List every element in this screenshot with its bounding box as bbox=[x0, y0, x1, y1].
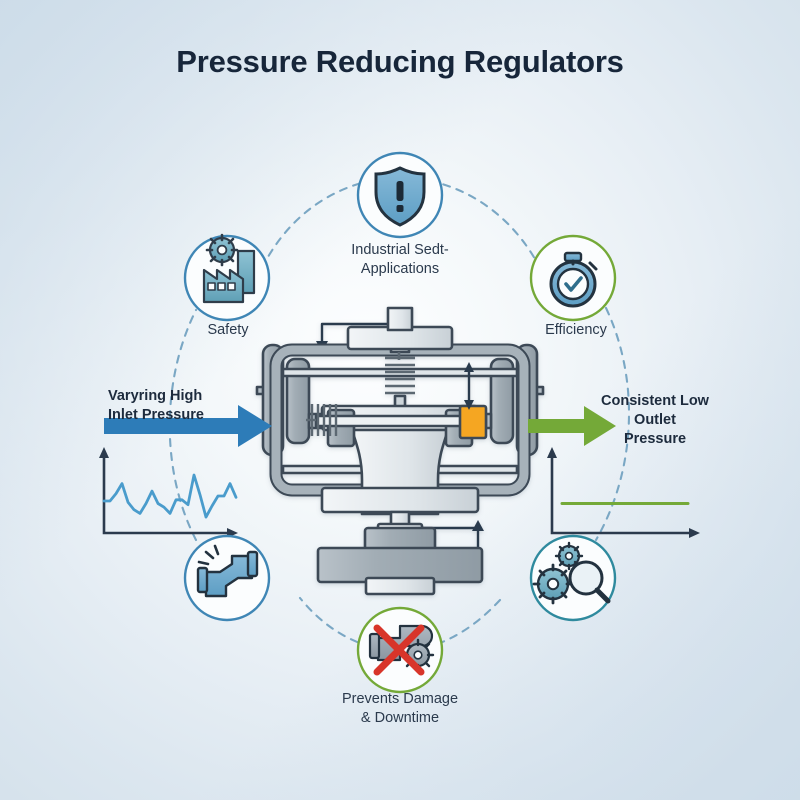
arc-bottom-to-pipe bbox=[298, 596, 400, 654]
outlet-flow-arrow bbox=[528, 406, 616, 446]
node-label-industrial-seat-applications: Industrial Sedt- Applications bbox=[351, 242, 449, 277]
large-gear-icon bbox=[532, 563, 574, 605]
shield-exclamation-icon bbox=[374, 166, 426, 227]
horizontal-spring bbox=[306, 404, 338, 436]
node-label-safety: Safety bbox=[207, 322, 249, 338]
factory-gear-icon bbox=[202, 233, 256, 304]
inlet-flow-arrow bbox=[104, 405, 272, 447]
outlet-pressure-chart bbox=[547, 447, 700, 538]
inlet-chart-line bbox=[102, 473, 238, 519]
outlet-pressure-label: Consistent Low Outlet Pressure bbox=[601, 393, 709, 447]
node-industrial-seat-applications[interactable] bbox=[356, 151, 444, 239]
small-gear-icon bbox=[554, 541, 584, 571]
node-pipe-leak[interactable] bbox=[183, 534, 271, 622]
node-efficiency[interactable] bbox=[529, 234, 617, 322]
magnifier-icon bbox=[568, 560, 611, 604]
stopwatch-check-icon bbox=[549, 251, 598, 308]
pressure-reducing-regulator-diagram bbox=[255, 306, 545, 596]
leaking-pipe-icon bbox=[196, 544, 259, 598]
red-cross-out-icon bbox=[373, 624, 425, 676]
inlet-pressure-label: Varyring High Inlet Pressure bbox=[108, 388, 204, 423]
node-inspection[interactable] bbox=[529, 534, 617, 622]
arc-efficiency-to-inspection bbox=[594, 306, 631, 542]
leak-spray-lines bbox=[197, 544, 220, 566]
page-title: Pressure Reducing Regulators bbox=[176, 44, 624, 79]
valve-crossed-out-icon bbox=[368, 624, 435, 676]
node-label-prevents-damage: Prevents Damage & Downtime bbox=[341, 691, 459, 726]
gear-icon bbox=[205, 233, 239, 267]
gears-magnifier-icon bbox=[532, 541, 611, 605]
orange-accent-block bbox=[458, 404, 488, 440]
inlet-pressure-chart bbox=[99, 447, 238, 538]
arc-safety-to-top bbox=[260, 175, 400, 270]
node-label-efficiency: Efficiency bbox=[545, 322, 607, 338]
node-prevents-damage[interactable] bbox=[356, 606, 444, 694]
node-safety[interactable] bbox=[183, 233, 271, 322]
